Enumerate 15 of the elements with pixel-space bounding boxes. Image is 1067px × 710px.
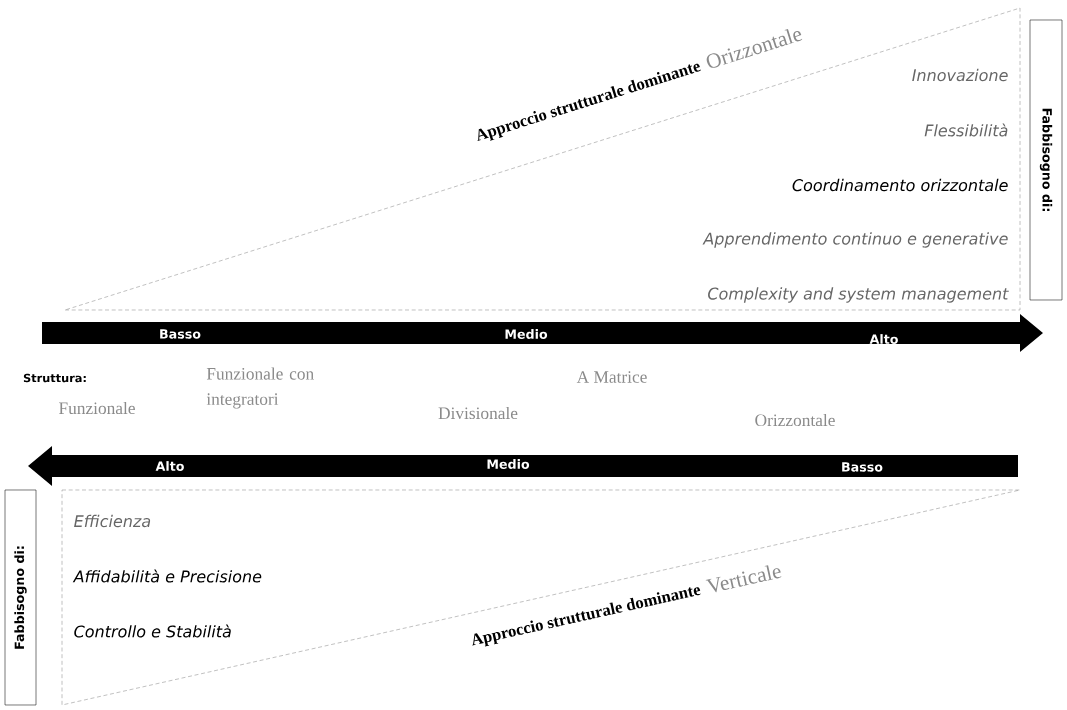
scale-label: Basso	[160, 329, 201, 339]
structure-label: Divisionale	[438, 406, 518, 420]
structure-label: Funzionale	[59, 401, 135, 415]
side-box: Fabbisogno di:	[4, 489, 37, 706]
scale-label: Basso	[842, 462, 883, 472]
scale-label: Medio	[505, 329, 548, 339]
side-box: Fabbisogno di:	[1029, 19, 1063, 301]
scale-label: Medio	[487, 459, 530, 469]
scale-label: Alto	[155, 461, 184, 471]
triangle-panel: Approccio strutturale dominante Verticale Efficienza Affidabilità e Precisione Controllo e Stabilità	[61, 489, 1021, 706]
structure-label: Orizzontale	[755, 413, 835, 427]
structure-label: Funzionale con integratori	[206, 367, 314, 409]
scale-label: Alto	[869, 334, 898, 344]
structure-label: A Matrice	[576, 371, 647, 383]
row-label: Struttura:	[23, 373, 86, 383]
